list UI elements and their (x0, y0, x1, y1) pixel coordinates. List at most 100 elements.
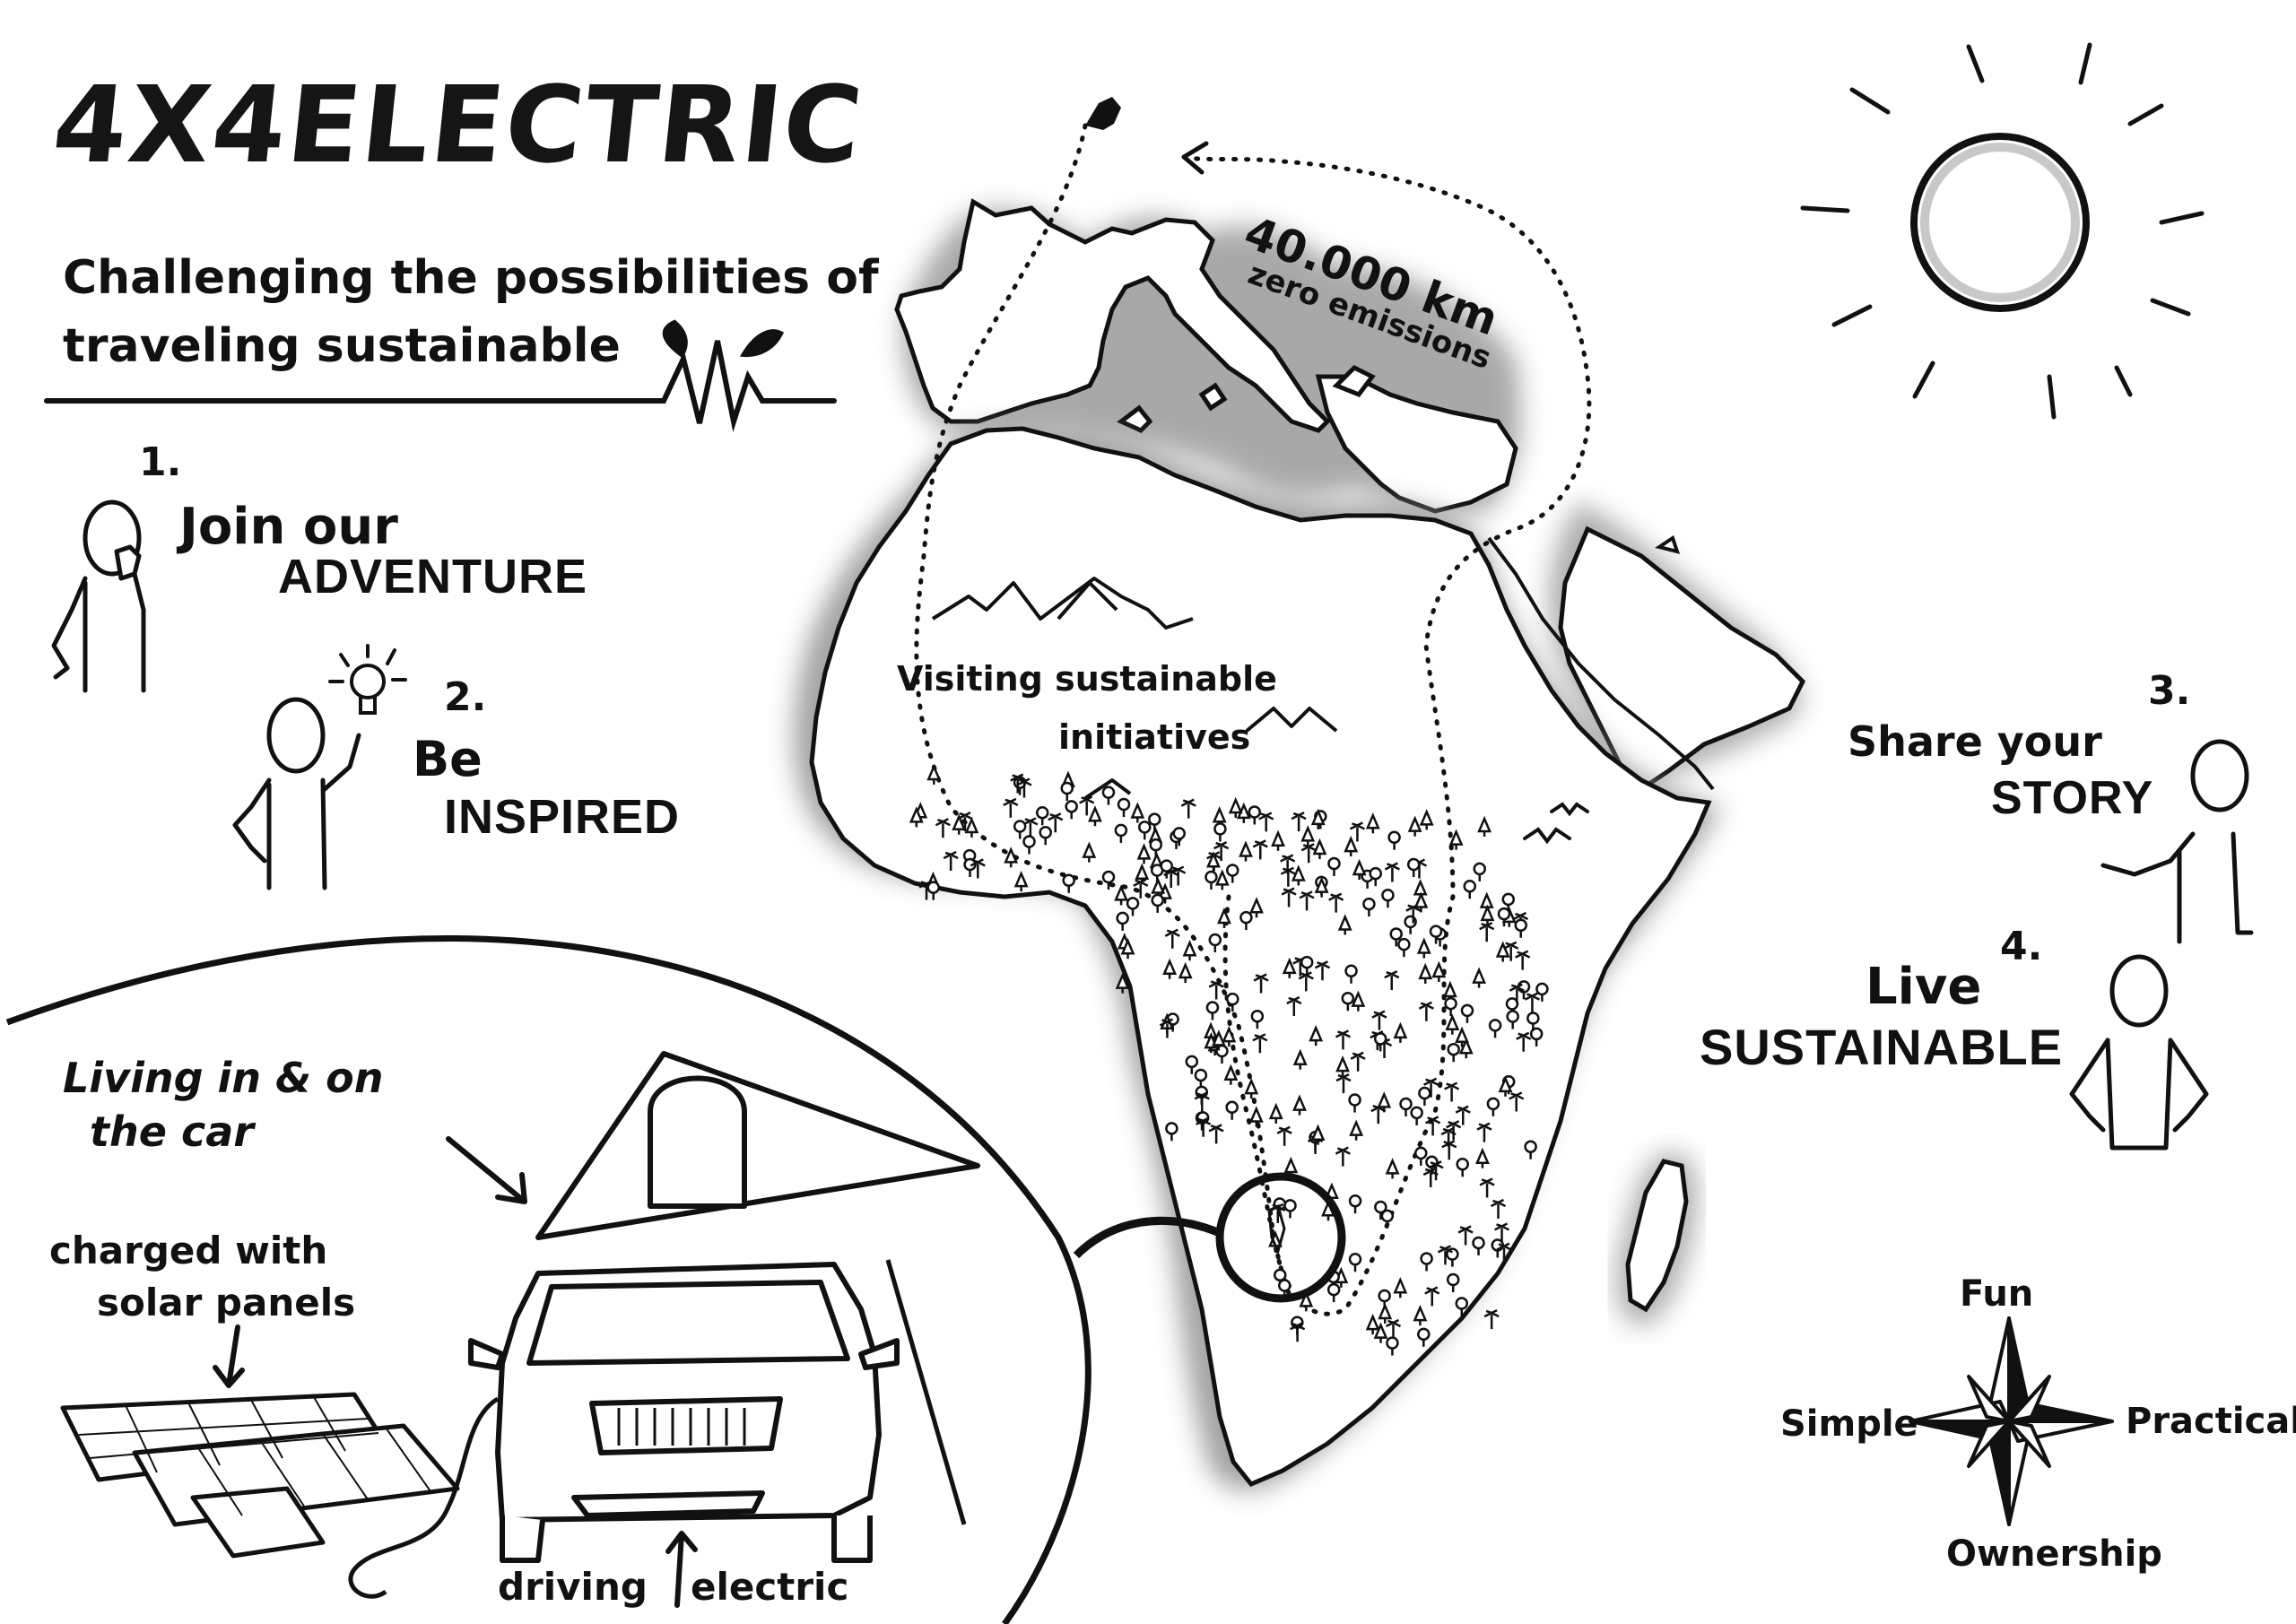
tree-icon (1194, 1068, 1208, 1088)
tree-icon (1130, 802, 1145, 823)
tree-icon (1082, 841, 1097, 863)
netherlands-marker-icon (1085, 97, 1121, 130)
tree-icon (1196, 1116, 1212, 1137)
tree-icon (1228, 796, 1243, 819)
tree-icon (1437, 1245, 1454, 1265)
tree-icon (1418, 1086, 1431, 1106)
tree-icon (1114, 823, 1128, 843)
tree-icon (1213, 840, 1230, 862)
tree-icon (1413, 1304, 1428, 1326)
tree-icon (1035, 806, 1049, 826)
tree-icon (1211, 1029, 1226, 1051)
tree-icon (1159, 1018, 1176, 1038)
tree-icon (1226, 864, 1239, 883)
tree-icon (1292, 1094, 1307, 1116)
step-3-line-2: STORY (1991, 772, 2154, 824)
person-2-figure (232, 697, 361, 890)
tree-icon (1180, 798, 1196, 819)
tree-icon (1239, 910, 1253, 931)
tree-icon (1351, 990, 1366, 1012)
tree-icon (1299, 890, 1315, 911)
tree-icon (1060, 781, 1074, 802)
tree-icon (1298, 971, 1314, 992)
tree-icon (1205, 1001, 1220, 1020)
zoom-connector (1073, 1216, 1222, 1259)
tree-icon (1418, 962, 1433, 984)
tree-icon (1310, 1124, 1326, 1145)
tree-icon (1457, 1225, 1474, 1246)
tree-icon (1300, 843, 1317, 864)
tree-icon (1406, 857, 1421, 877)
subtitle-line-2: traveling sustainable (63, 319, 621, 373)
tree-icon (1490, 1198, 1507, 1220)
tree-icon (1348, 1253, 1362, 1272)
living-label-line-2: the car (90, 1107, 254, 1156)
zoom-circle (1215, 1172, 1346, 1303)
compass-east-label: Practical (2126, 1401, 2296, 1442)
tree-icon (1206, 851, 1221, 873)
tree-icon (1337, 914, 1352, 935)
tree-icon (1460, 1003, 1474, 1023)
europe-map (894, 198, 1518, 514)
tree-icon (1365, 1314, 1380, 1335)
arabia-map (1548, 502, 1806, 793)
africa-map (809, 426, 1715, 1488)
tree-icon (1151, 893, 1164, 913)
tree-icon (1185, 1055, 1199, 1074)
tree-icon (1136, 843, 1152, 864)
tree-icon (1248, 805, 1262, 825)
tree-icon (1281, 887, 1297, 908)
tree-icon (1503, 941, 1519, 961)
tree-icon (1385, 1158, 1400, 1179)
tree-icon (1039, 825, 1052, 846)
tree-icon (1397, 937, 1411, 958)
tree-icon (964, 816, 979, 838)
tree-icon (1447, 1042, 1460, 1063)
tree-icon (1472, 967, 1486, 988)
tree-icon (1348, 1194, 1362, 1214)
tree-icon (1477, 815, 1492, 837)
tree-icon (1479, 922, 1495, 942)
tree-icon (1048, 812, 1064, 833)
tree-icon (1013, 820, 1027, 839)
tree-icon (1283, 1199, 1297, 1219)
tree-icon (1458, 1038, 1474, 1059)
tree-icon (1268, 1102, 1283, 1124)
tree-icon (1446, 1272, 1460, 1293)
tree-icon (1488, 1019, 1502, 1038)
tree-icon (1335, 1055, 1350, 1077)
tree-icon (1524, 992, 1540, 1012)
tree-icon (1509, 983, 1525, 1003)
person-1-figure (51, 499, 146, 693)
tree-icon (1194, 1091, 1210, 1112)
mountains-icon (931, 577, 1338, 800)
tree-icon (1250, 1010, 1265, 1029)
tree-icon (1374, 1200, 1387, 1220)
charging-cable (348, 1396, 500, 1599)
tree-icon (1495, 941, 1510, 962)
tree-icon (1369, 866, 1382, 887)
tree-icon (1417, 1327, 1431, 1347)
tree-icon (1004, 847, 1019, 868)
tree-icon (1483, 1308, 1500, 1330)
tree-icon (1526, 1012, 1540, 1031)
tent-pointer-arrow-icon (446, 1136, 527, 1204)
tree-icon (952, 813, 967, 835)
tree-icon (1386, 1336, 1399, 1356)
tree-icon (1413, 891, 1429, 913)
tree-icon (1344, 964, 1358, 984)
initiatives-label-line-2: initiatives (1058, 717, 1251, 757)
tree-icon (1138, 821, 1152, 840)
tree-icon (1349, 821, 1365, 842)
tree-icon (1172, 827, 1186, 847)
tree-icon (1120, 938, 1135, 960)
tree-icon (1509, 1091, 1525, 1112)
tree-icon (1384, 970, 1400, 991)
tree-icon (1341, 992, 1355, 1012)
tree-icon (1496, 1242, 1512, 1263)
tree-icon (1165, 1122, 1178, 1142)
living-label-line-1: Living in & on (63, 1054, 384, 1102)
tree-icon (1114, 884, 1128, 906)
solar-label-line-2: solar panels (97, 1281, 356, 1324)
